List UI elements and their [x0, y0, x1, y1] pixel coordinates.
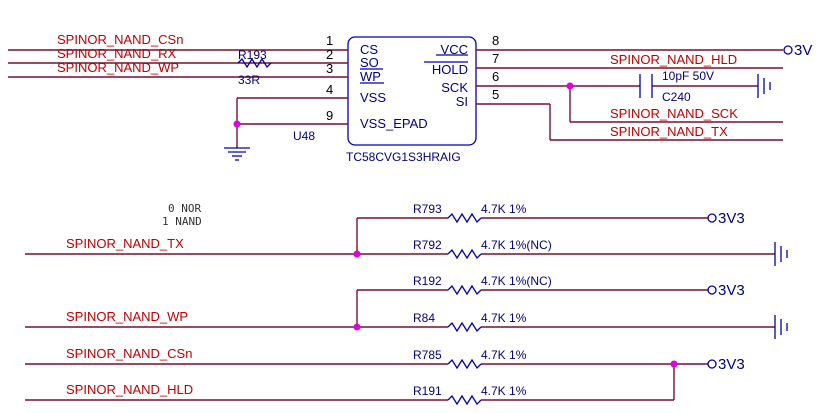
resistor-ref: R84 [413, 311, 435, 325]
pin-name: SO [360, 55, 379, 70]
pin-number: 1 [326, 33, 333, 48]
pin-name: VSS [360, 90, 386, 105]
resistor-ref: R792 [413, 238, 442, 252]
net-label: SPINOR_NAND_CSn [66, 346, 192, 361]
chassis-ground-icon [774, 315, 788, 339]
chip-ref: U48 [293, 129, 315, 143]
junction-dot [566, 82, 574, 90]
net-label: SPINOR_NAND_TX [610, 124, 728, 139]
power-label: 3V3 [718, 282, 745, 299]
net-label: SPINOR_NAND_WP [57, 60, 179, 75]
resistor-value: 4.7K 1% [481, 202, 527, 216]
resistor-ref: R793 [413, 202, 442, 216]
net-label: SPINOR_NAND_HLD [66, 382, 193, 397]
pin-number: 3 [326, 61, 333, 76]
chassis-ground-icon [774, 242, 788, 266]
net-label: SPINOR_NAND_RX [57, 46, 177, 61]
resistor-ref: R785 [413, 348, 442, 362]
junction-dot [670, 360, 678, 368]
pin-number: 9 [326, 108, 333, 123]
pin-number: 5 [492, 87, 499, 102]
junction-dot [353, 250, 361, 258]
junction-dot [233, 120, 241, 128]
pin-name: VCC [441, 42, 468, 57]
power-terminal-icon [707, 285, 717, 295]
chassis-ground-icon [757, 74, 771, 98]
power-terminal-icon [707, 213, 717, 223]
resistor-value: 4.7K 1%(NC) [481, 238, 552, 252]
pin-number: 4 [326, 82, 333, 97]
resistor-ref: R192 [413, 274, 442, 288]
resistor-ref: R193 [238, 48, 267, 62]
resistor-value: 4.7K 1% [481, 384, 527, 398]
resistor-r193-icon [237, 57, 272, 69]
capacitor-c240-icon [639, 74, 653, 98]
pin-name: WP [360, 69, 381, 84]
resistor-r785-icon [447, 358, 482, 370]
pin-number: 7 [492, 51, 499, 66]
pin-name: VSS_EPAD [360, 116, 428, 131]
resistor-r84-icon [447, 321, 482, 333]
power-label: 3V [794, 42, 812, 59]
resistor-r191-icon [447, 394, 482, 406]
resistor-ref: R191 [413, 384, 442, 398]
pin-name: HOLD [432, 62, 468, 77]
capacitor-ref: C240 [662, 90, 691, 104]
ground-icon [224, 145, 250, 161]
pin-number: 6 [492, 69, 499, 84]
resistor-r192-icon [447, 284, 482, 296]
power-terminal-icon [783, 45, 793, 55]
pin-number: 8 [492, 33, 499, 48]
net-label: SPINOR_NAND_CSn [57, 32, 183, 47]
net-label: SPINOR_NAND_HLD [610, 52, 737, 67]
resistor-value: 4.7K 1% [481, 348, 527, 362]
strap-note: 0 NOR [168, 202, 201, 215]
resistor-value: 4.7K 1% [481, 311, 527, 325]
net-label: SPINOR_NAND_WP [66, 309, 188, 324]
resistor-r792-icon [447, 248, 482, 260]
pin-name: SCK [441, 80, 468, 95]
resistor-r793-icon [447, 212, 482, 224]
pin-name: SI [456, 94, 468, 109]
pin-number: 2 [326, 47, 333, 62]
pin-name: CS [360, 42, 378, 57]
resistor-value: 33R [238, 73, 260, 87]
net-label: SPINOR_NAND_SCK [610, 106, 738, 121]
strap-note: 1 NAND [162, 215, 202, 228]
net-label: SPINOR_NAND_TX [66, 236, 184, 251]
power-label: 3V3 [718, 356, 745, 373]
chip-part-number: TC58CVG1S3HRAIG [346, 150, 461, 164]
capacitor-value: 10pF 50V [662, 69, 714, 83]
resistor-value: 4.7K 1%(NC) [481, 274, 552, 288]
power-label: 3V3 [718, 210, 745, 227]
power-terminal-icon [707, 359, 717, 369]
chip-body [347, 36, 477, 146]
junction-dot [353, 323, 361, 331]
